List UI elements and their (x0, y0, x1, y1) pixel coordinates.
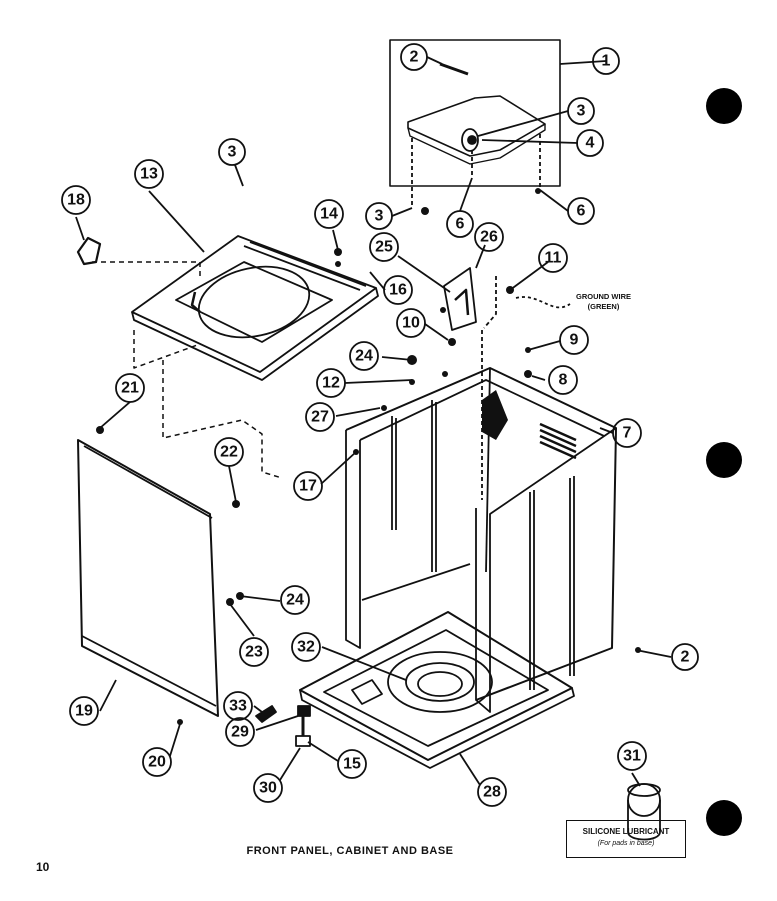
callout-12: 12 (322, 375, 340, 392)
callout-3: 3 (228, 144, 237, 161)
front-panel (77, 439, 219, 717)
callout-15: 15 (343, 756, 361, 773)
ground-wire-label: GROUND WIRE (GREEN) (576, 292, 631, 311)
binder-hole-top (706, 88, 742, 124)
callout-2: 2 (410, 49, 419, 66)
lid-part (407, 95, 546, 157)
page-number: 10 (36, 860, 50, 874)
figure-caption: FRONT PANEL, CABINET AND BASE (246, 845, 454, 857)
callout-16: 16 (389, 282, 407, 299)
callout-6: 6 (456, 216, 465, 233)
callout-7: 7 (623, 425, 632, 442)
callout-11: 11 (545, 250, 562, 267)
callout-4: 4 (586, 135, 595, 152)
callout-9: 9 (570, 332, 579, 349)
callout-14: 14 (320, 206, 338, 223)
callout-13: 13 (140, 166, 158, 183)
callout-17: 17 (299, 478, 317, 495)
callout-10: 10 (402, 315, 420, 332)
callout-6: 6 (577, 203, 586, 220)
callout-25: 25 (375, 239, 393, 256)
callout-20: 20 (148, 754, 166, 771)
callout-27: 27 (311, 409, 329, 426)
top-panel (131, 235, 377, 373)
callout-19: 19 (75, 703, 93, 720)
callout-30: 30 (259, 780, 277, 797)
callout-28: 28 (483, 784, 501, 801)
callout-26: 26 (480, 229, 498, 246)
lid-assembly-frame (389, 39, 561, 187)
callout-3: 3 (577, 103, 586, 120)
callout-22: 22 (220, 444, 238, 461)
callout-1: 1 (602, 53, 611, 70)
callout-3: 3 (375, 208, 384, 225)
callout-33: 33 (229, 698, 247, 715)
binder-hole-bottom (706, 800, 742, 836)
lubricant-label-box: SILICONE LUBRICANT (For pads in base) (566, 820, 686, 858)
binder-hole-middle (706, 442, 742, 478)
callout-32: 32 (297, 639, 315, 656)
callout-23: 23 (245, 644, 263, 661)
callout-24: 24 (286, 592, 304, 609)
callout-18: 18 (67, 192, 85, 209)
callout-21: 21 (121, 380, 139, 397)
callout-24: 24 (355, 348, 373, 365)
callout-2: 2 (681, 649, 690, 666)
callout-31: 31 (623, 748, 641, 765)
callout-29: 29 (231, 724, 249, 741)
callout-circle (592, 47, 620, 75)
callout-8: 8 (559, 372, 568, 389)
